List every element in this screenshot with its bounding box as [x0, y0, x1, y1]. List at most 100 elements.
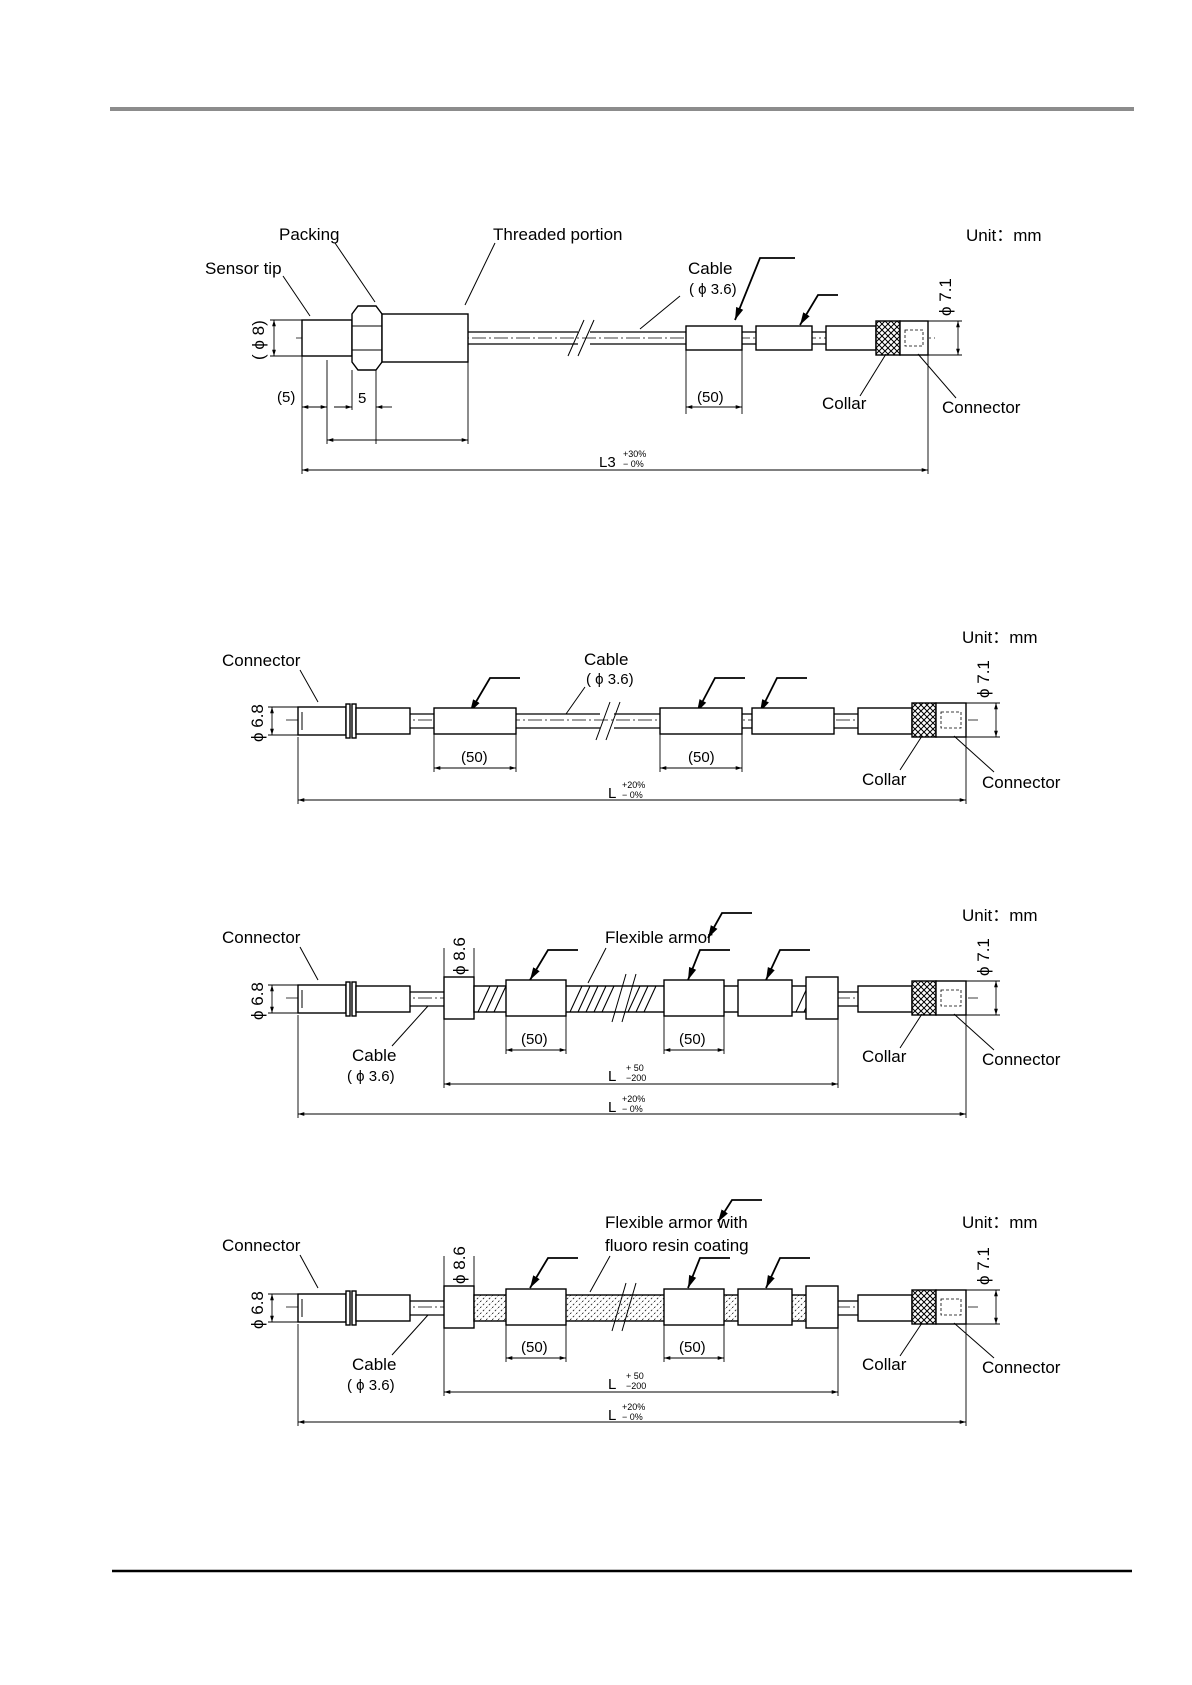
marker-tube: [433, 707, 517, 735]
connector-boot: [857, 985, 913, 1013]
marker-arrow: [687, 949, 730, 981]
marker-arrow: [687, 1257, 730, 1289]
dim-50-b: (50): [679, 1031, 706, 1048]
dim-50-a: (50): [461, 749, 488, 766]
connector-right-label: Connector: [982, 1050, 1061, 1069]
armor-leader: [587, 947, 607, 984]
cable-leader: [565, 686, 586, 715]
sensor-tip: [301, 319, 353, 357]
connector-left-leader: [299, 669, 319, 703]
marker-arrow: [734, 257, 795, 321]
connector-leader: [917, 353, 957, 399]
marker-arrow: [696, 677, 745, 713]
diagram-4: Unit：mm Connector Flexible armor with fl…: [222, 1199, 1061, 1426]
collar-label: Collar: [862, 1355, 907, 1374]
threaded-portion: [381, 313, 469, 363]
connector-right-body: [935, 980, 967, 1016]
left-diameter-dim: ϕ 6.8: [248, 1291, 267, 1329]
marker-arrow: [799, 294, 838, 326]
overall-tol-lower: − 0%: [623, 459, 644, 469]
flexible-armor-label: Flexible armor: [605, 928, 713, 947]
armor-label-line1: Flexible armor with: [605, 1213, 748, 1232]
packing-label: Packing: [279, 225, 339, 244]
connector-left-boot: [355, 1294, 411, 1322]
cable-diameter-label: ( ϕ 3.6): [347, 1377, 395, 1394]
collar-label: Collar: [822, 394, 867, 413]
marker-tube: [737, 1288, 793, 1326]
break-mark: [611, 973, 637, 1023]
connector-left-label: Connector: [222, 1236, 301, 1255]
cable-diameter-label: ( ϕ 3.6): [347, 1068, 395, 1085]
marker-arrow: [765, 949, 810, 981]
connector-left-body: [297, 1293, 347, 1323]
cable-label: Cable: [584, 650, 628, 669]
marker-arrow: [469, 677, 520, 713]
marker-arrow: [759, 677, 807, 713]
armor-diameter-dim: ϕ 8.6: [450, 937, 469, 975]
marker-arrow: [529, 949, 578, 981]
armor-length-dim: L: [608, 1068, 616, 1085]
hex-nut: [351, 305, 383, 371]
connector-left-leader: [299, 1254, 319, 1289]
marker-tube: [663, 979, 725, 1017]
threaded-portion-label: Threaded portion: [493, 225, 622, 244]
connector-right-body: [935, 702, 967, 738]
marker-tube: [751, 707, 835, 735]
left-diameter-dim: ϕ 6.8: [248, 982, 267, 1020]
armor-tol-lower: −200: [626, 1381, 646, 1391]
marker-arrow: [707, 912, 752, 939]
collar-label: Collar: [862, 770, 907, 789]
tip-diameter-dim: ( ϕ 8): [249, 320, 268, 360]
collar-knurl: [911, 980, 937, 1016]
connector-diameter-dim: ϕ 7.1: [974, 938, 993, 976]
overall-tol-upper: +20%: [622, 1402, 645, 1412]
connector-right-leader: [953, 1322, 995, 1359]
dim-50-a: (50): [521, 1339, 548, 1356]
collar-leader: [899, 735, 923, 771]
collar-leader: [899, 1013, 923, 1049]
marker-arrow: [717, 1199, 762, 1223]
dim-50: (50): [697, 389, 724, 406]
cable-label: Cable: [352, 1355, 396, 1374]
break-mark: [567, 319, 595, 357]
unit-label: Unit：mm: [962, 1213, 1038, 1232]
break-mark: [595, 701, 621, 741]
marker-arrow: [529, 1257, 578, 1289]
armor-tol-upper: + 50: [626, 1371, 644, 1381]
cable-leader: [391, 1314, 429, 1356]
armor-tol-upper: + 50: [626, 1063, 644, 1073]
connector-diameter-dim: ϕ 7.1: [974, 1247, 993, 1285]
overall-tol-lower: − 0%: [622, 1412, 643, 1422]
threaded-leader: [464, 242, 496, 306]
cable-diameter-label: ( ϕ 3.6): [586, 671, 634, 688]
dim-5-paren: (5): [277, 389, 295, 406]
connector-right-label: Connector: [982, 1358, 1061, 1377]
packing-leader: [334, 242, 376, 303]
armor-end-fitting: [805, 976, 839, 1020]
connector-boot: [857, 707, 913, 735]
armor-leader: [589, 1255, 611, 1293]
collar-leader: [859, 353, 887, 397]
overall-tol-upper: +20%: [622, 1094, 645, 1104]
overall-length-dim: L: [608, 1099, 616, 1116]
armor-tol-lower: −200: [626, 1073, 646, 1083]
connector-flange: [345, 981, 351, 1017]
dim-5: 5: [358, 390, 366, 407]
collar-leader: [899, 1322, 923, 1357]
connector-label: Connector: [942, 398, 1021, 417]
armor-end-fitting: [805, 1285, 839, 1329]
overall-length-dim: L3: [599, 454, 616, 471]
dim-50-b: (50): [688, 749, 715, 766]
cable-leader: [391, 1005, 429, 1047]
connector-right-leader: [953, 735, 995, 773]
diagram-1: Unit：mm Packing Threaded portion Sensor …: [205, 225, 1042, 474]
armor-diameter-dim: ϕ 8.6: [450, 1246, 469, 1284]
collar-knurl: [875, 320, 901, 356]
cable-leader: [639, 295, 681, 330]
marker-tube: [505, 1288, 567, 1326]
marker-tube: [663, 1288, 725, 1326]
sensor-tip-label: Sensor tip: [205, 259, 282, 278]
left-diameter-dim: ϕ 6.8: [248, 704, 267, 742]
